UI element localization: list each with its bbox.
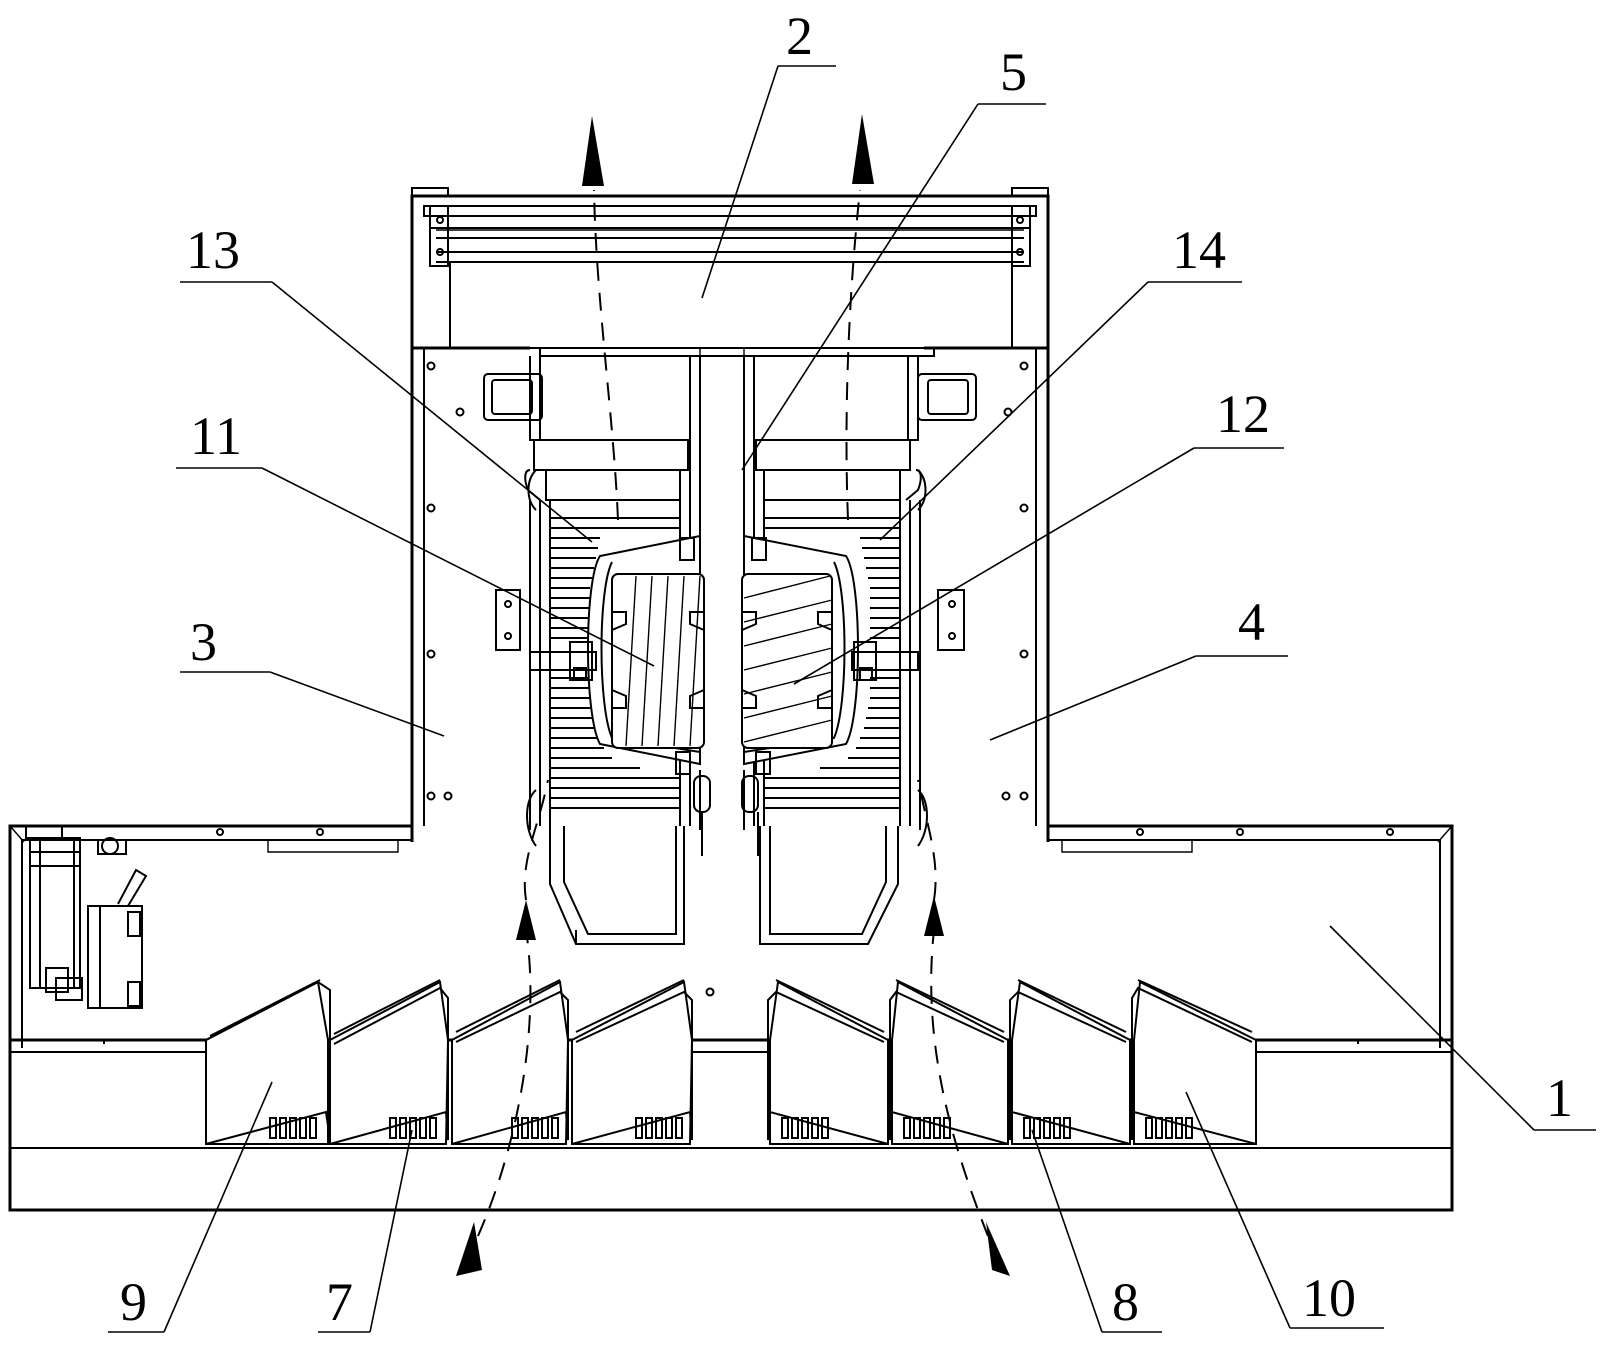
inlet-grilles bbox=[205, 979, 1257, 1145]
impeller-left bbox=[529, 534, 705, 775]
callout-2: 2 bbox=[786, 6, 813, 66]
leader-lines bbox=[108, 65, 1596, 1333]
cover-housing-right bbox=[924, 346, 1050, 842]
callout-4: 4 bbox=[1238, 592, 1265, 652]
callout-8: 8 bbox=[1112, 1272, 1139, 1332]
callout-14: 14 bbox=[1172, 220, 1226, 280]
callout-1: 1 bbox=[1546, 1068, 1573, 1128]
callout-11: 11 bbox=[190, 406, 242, 466]
fan-housing-right bbox=[753, 356, 977, 945]
callout-13: 13 bbox=[186, 220, 240, 280]
callout-5: 5 bbox=[1000, 42, 1027, 102]
center-partition bbox=[693, 356, 759, 856]
base-housing bbox=[8, 824, 1454, 1212]
screw-mark bbox=[705, 987, 715, 997]
callout-7: 7 bbox=[326, 1272, 353, 1332]
airflow-paths bbox=[456, 114, 1010, 1276]
callout-12: 12 bbox=[1216, 384, 1270, 444]
callout-3: 3 bbox=[190, 612, 217, 672]
callout-10: 10 bbox=[1302, 1268, 1356, 1328]
callout-labels: 2 5 13 14 12 11 3 4 1 9 7 8 10 bbox=[120, 6, 1573, 1332]
impeller-right bbox=[741, 534, 919, 775]
control-box bbox=[25, 825, 148, 1009]
callout-9: 9 bbox=[120, 1272, 147, 1332]
top-outlet-frame bbox=[410, 187, 1050, 357]
